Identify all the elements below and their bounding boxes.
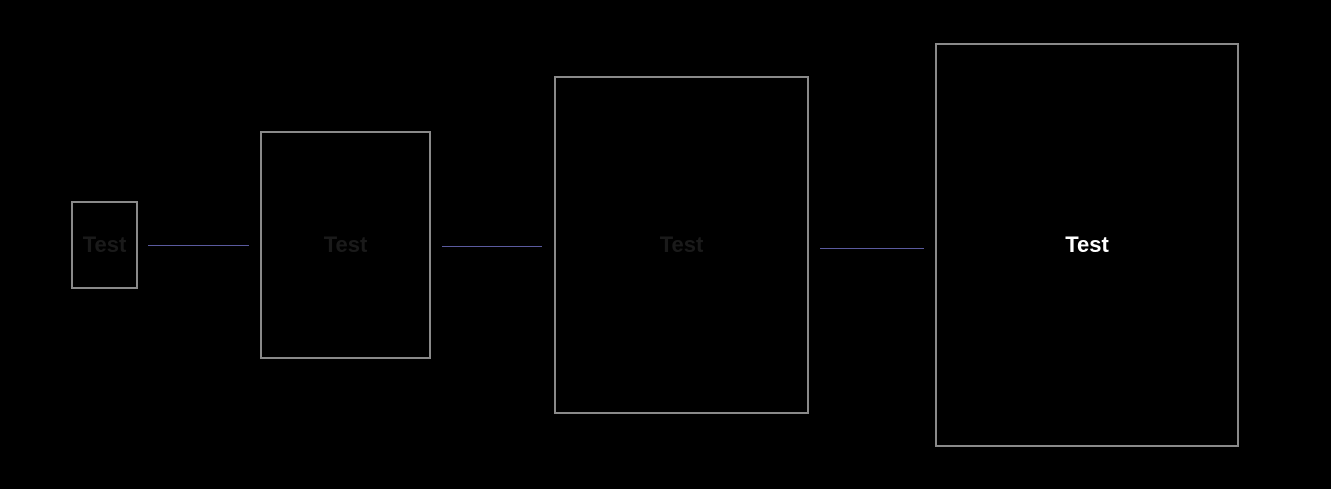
connector-line-2 <box>442 246 542 247</box>
card-2[interactable]: Test <box>260 131 431 359</box>
card-3[interactable]: Test <box>554 76 809 414</box>
card-label-2: Test <box>323 232 368 257</box>
card-label-1: Test <box>82 232 127 257</box>
connector-line-1 <box>148 245 249 246</box>
connector-line-3 <box>820 248 924 249</box>
card-1[interactable]: Test <box>71 201 138 289</box>
card-label-3: Test <box>659 232 704 257</box>
card-4-active[interactable]: Test <box>935 43 1239 447</box>
card-label-4: Test <box>1065 232 1109 257</box>
